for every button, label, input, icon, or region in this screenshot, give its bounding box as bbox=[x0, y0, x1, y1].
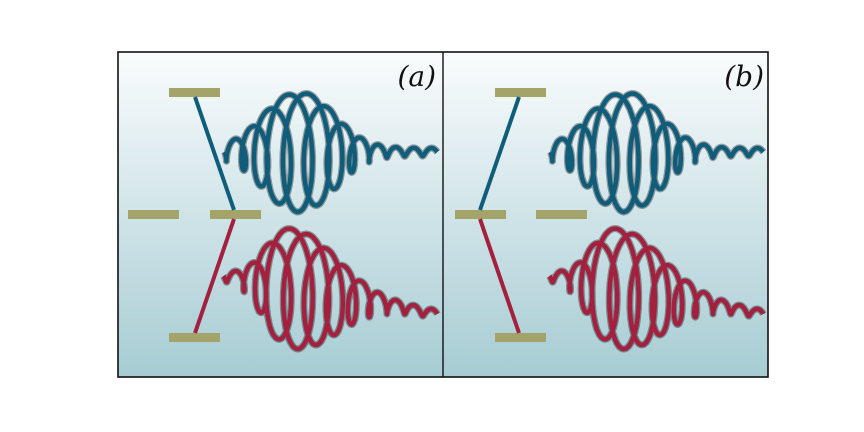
pulse-helix bbox=[548, 91, 766, 215]
panel-b-level-mid-left bbox=[455, 210, 506, 219]
panel-a-level-top bbox=[169, 88, 220, 97]
panel-a-level-mid-left bbox=[128, 210, 179, 219]
panel-b-level-mid-right bbox=[536, 210, 587, 219]
panel-a: (a) bbox=[118, 52, 443, 377]
panel-b-upper-transition-line bbox=[478, 96, 521, 211]
panel-b-label: (b) bbox=[724, 60, 764, 93]
pulse-helix bbox=[221, 226, 440, 352]
panel-a-lower-transition-line bbox=[193, 218, 236, 334]
panel-a-upper-transition-line bbox=[193, 96, 236, 211]
panel-b-upper-pulse bbox=[547, 90, 767, 216]
pulse-helix bbox=[547, 226, 766, 352]
panel-b-level-bottom bbox=[495, 333, 546, 342]
panel-a-level-mid-right bbox=[210, 210, 261, 219]
panel-a-upper-pulse bbox=[221, 90, 441, 216]
panel-a-label: (a) bbox=[397, 60, 436, 93]
panel-b-lower-transition-line bbox=[478, 218, 521, 334]
panel-b-lower-pulse bbox=[546, 225, 767, 353]
panel-a-lower-pulse bbox=[220, 225, 441, 353]
panel-a-level-bottom bbox=[169, 333, 220, 342]
panel-b-level-top bbox=[495, 88, 546, 97]
pulse-helix bbox=[222, 91, 440, 215]
panel-b: (b) bbox=[443, 52, 768, 377]
